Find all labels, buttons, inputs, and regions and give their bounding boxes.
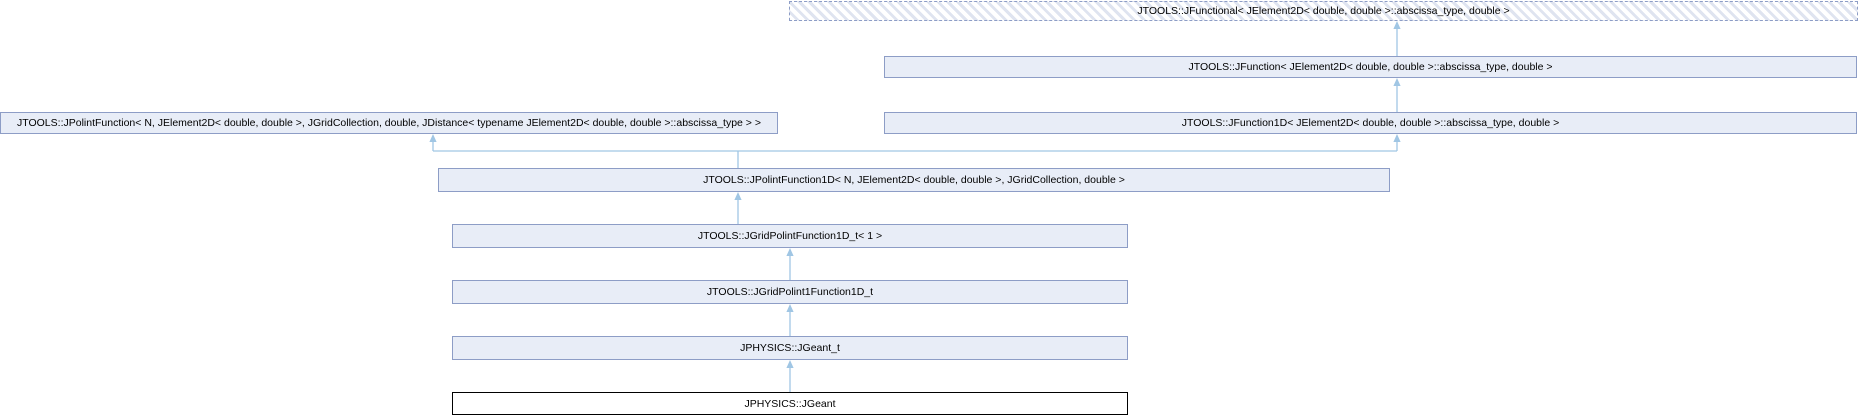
arrowhead-icon [429, 134, 437, 142]
arrowhead-icon [786, 360, 794, 368]
arrowhead-icon [1393, 21, 1401, 29]
node-jpolintfunction[interactable]: JTOOLS::JPolintFunction< N, JElement2D< … [0, 112, 778, 134]
arrowhead-icon [786, 248, 794, 256]
arrowhead-icon [734, 192, 742, 200]
node-jgridpolintfunction1d-t[interactable]: JTOOLS::JGridPolintFunction1D_t< 1 > [452, 224, 1128, 248]
node-jgeant-t[interactable]: JPHYSICS::JGeant_t [452, 336, 1128, 360]
node-jpolintfunction1d[interactable]: JTOOLS::JPolintFunction1D< N, JElement2D… [438, 168, 1390, 192]
node-jfunction1d[interactable]: JTOOLS::JFunction1D< JElement2D< double,… [884, 112, 1857, 134]
node-jgeant: JPHYSICS::JGeant [452, 392, 1128, 415]
node-jfunctional: JTOOLS::JFunctional< JElement2D< double,… [789, 1, 1858, 21]
arrowhead-icon [1393, 78, 1401, 86]
edge-jpolintfunction1d-rail [432, 141, 1398, 168]
arrowhead-icon [786, 304, 794, 312]
node-jfunction[interactable]: JTOOLS::JFunction< JElement2D< double, d… [884, 56, 1857, 78]
arrowhead-icon [1393, 134, 1401, 142]
node-jgridpolint1function1d-t[interactable]: JTOOLS::JGridPolint1Function1D_t [452, 280, 1128, 304]
